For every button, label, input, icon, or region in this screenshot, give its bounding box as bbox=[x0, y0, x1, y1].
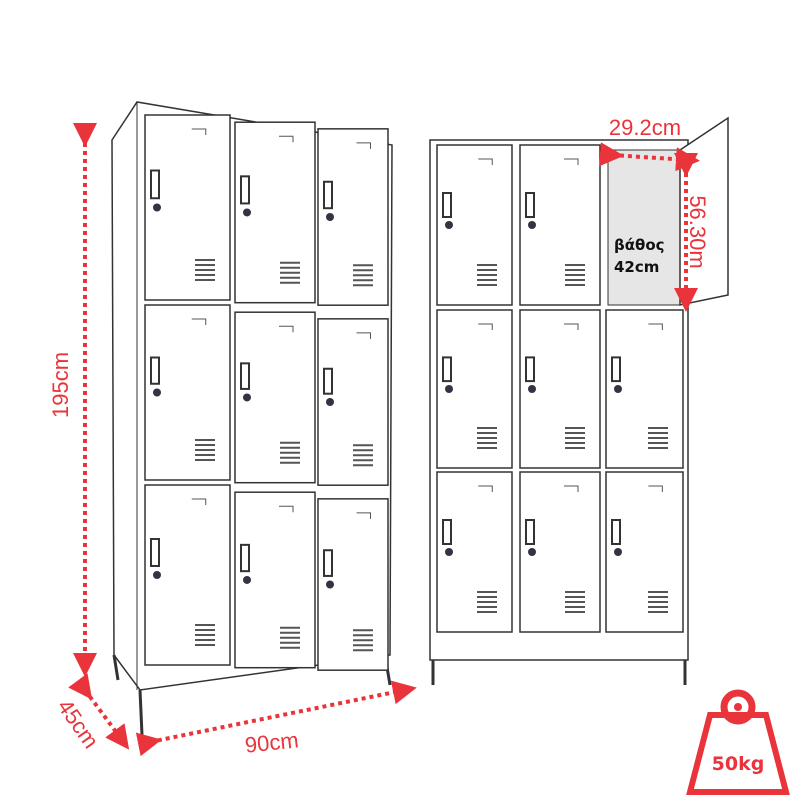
depth-arrow bbox=[68, 673, 130, 750]
locker-door[interactable] bbox=[234, 311, 316, 484]
weight-icon: 50kg bbox=[686, 689, 790, 795]
width-label: 90cm bbox=[244, 727, 300, 757]
locker-door[interactable] bbox=[144, 114, 231, 301]
locker-door[interactable] bbox=[519, 144, 601, 306]
compartment-width-label: 29.2cm bbox=[609, 115, 681, 140]
locker-door[interactable] bbox=[317, 128, 389, 306]
locker-door[interactable] bbox=[436, 144, 513, 306]
open-compartment bbox=[607, 149, 681, 306]
locker-left bbox=[111, 101, 393, 736]
compartment-depth-title: βάθος bbox=[614, 236, 665, 254]
locker-door[interactable] bbox=[519, 471, 601, 633]
locker-right bbox=[429, 116, 729, 685]
locker-door[interactable] bbox=[605, 309, 684, 469]
locker-door[interactable] bbox=[519, 309, 601, 469]
width-arrow bbox=[135, 680, 417, 757]
locker-door[interactable] bbox=[234, 121, 316, 304]
locker-door[interactable] bbox=[144, 484, 231, 666]
locker-door[interactable] bbox=[605, 471, 684, 633]
height-label: 195cm bbox=[48, 352, 73, 418]
locker-door[interactable] bbox=[234, 491, 316, 669]
compartment-depth-value: 42cm bbox=[614, 258, 659, 276]
locker-door[interactable] bbox=[317, 318, 389, 486]
weight-label: 50kg bbox=[712, 753, 765, 775]
locker-door[interactable] bbox=[436, 471, 513, 633]
locker-door[interactable] bbox=[317, 498, 389, 671]
compartment-height-label: 56.30m bbox=[685, 195, 710, 268]
locker-door[interactable] bbox=[436, 309, 513, 469]
locker-door[interactable] bbox=[144, 304, 231, 481]
